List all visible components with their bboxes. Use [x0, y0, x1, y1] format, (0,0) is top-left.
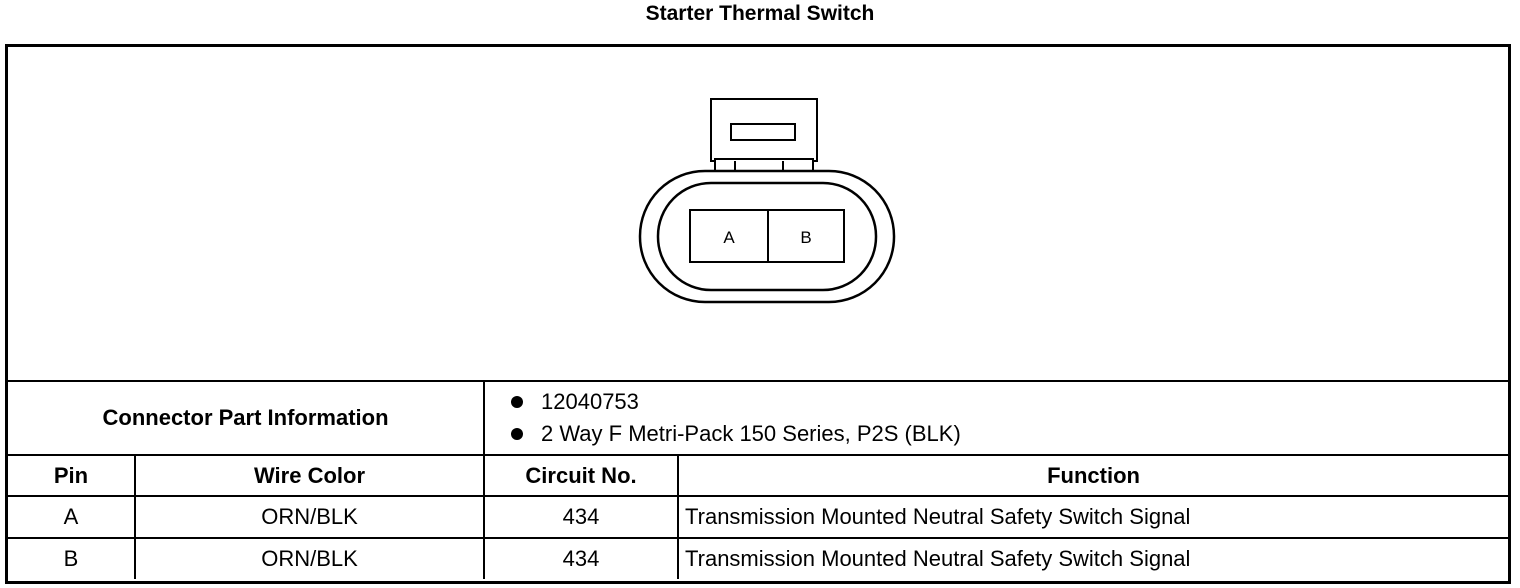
cavity-a — [689, 209, 769, 263]
cavity-b-label: B — [800, 228, 811, 247]
part-info-item: 12040753 — [509, 386, 1508, 418]
header-circuit: Circuit No. — [483, 454, 680, 497]
pinout-table: Connector Part Information 12040753 2 Wa… — [8, 382, 1509, 579]
table-row: A ORN/BLK 434 Transmission Mounted Neutr… — [8, 495, 1509, 539]
part-info-values: 12040753 2 Way F Metri-Pack 150 Series, … — [483, 382, 1509, 456]
wire-color-cell: ORN/BLK — [133, 537, 486, 579]
bullet-icon — [511, 396, 524, 408]
pin-cell: B — [8, 537, 136, 579]
cavity-a-label: A — [723, 228, 735, 247]
function-cell: Transmission Mounted Neutral Safety Swit… — [677, 537, 1509, 579]
part-info-label: Connector Part Information — [8, 382, 486, 456]
header-wire-color: Wire Color — [133, 454, 486, 497]
part-info-item: 2 Way F Metri-Pack 150 Series, P2S (BLK) — [509, 418, 1508, 450]
wire-color-cell: ORN/BLK — [133, 495, 486, 539]
header-function: Function — [677, 454, 1509, 497]
page-title: Starter Thermal Switch — [645, 2, 875, 25]
pin-cell: A — [8, 495, 136, 539]
locking-tab-slot — [730, 123, 796, 141]
circuit-cell: 434 — [483, 537, 680, 579]
cavity-b — [767, 209, 845, 263]
header-pin: Pin — [8, 454, 136, 497]
connector-document: A B Connector Part Information 12040753 … — [5, 44, 1511, 584]
table-header-row: Pin Wire Color Circuit No. Function — [8, 454, 1509, 497]
connector-diagram: A B — [8, 47, 1508, 382]
connector-face-drawing: A B — [638, 98, 896, 304]
function-cell: Transmission Mounted Neutral Safety Swit… — [677, 495, 1509, 539]
circuit-cell: 434 — [483, 495, 680, 539]
part-info-row: Connector Part Information 12040753 2 Wa… — [8, 382, 1509, 456]
table-row: B ORN/BLK 434 Transmission Mounted Neutr… — [8, 537, 1509, 579]
bullet-icon — [511, 428, 524, 440]
